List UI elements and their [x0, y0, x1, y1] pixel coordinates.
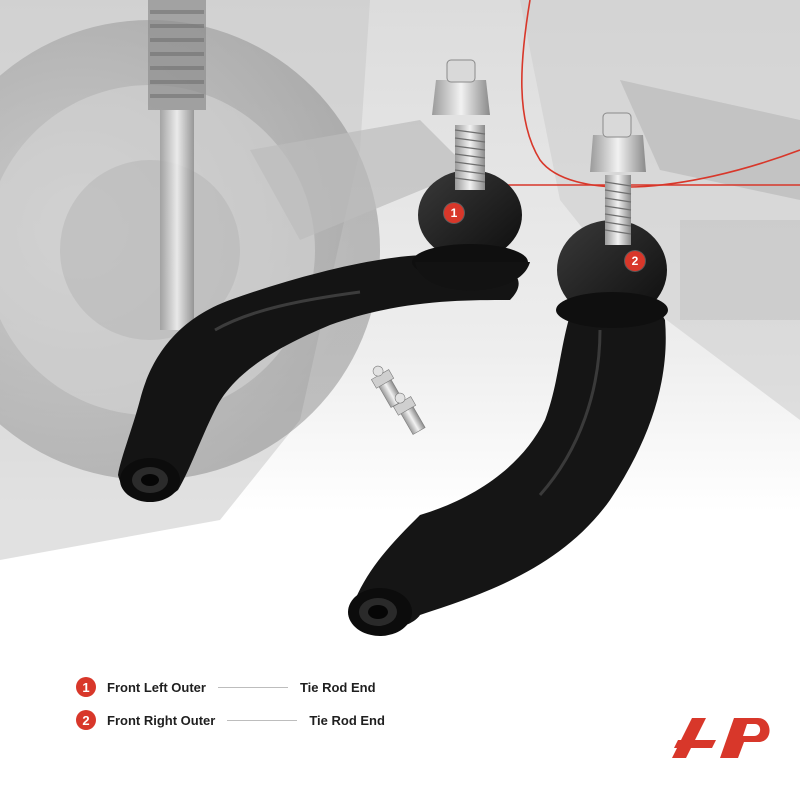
tie-rod-end-front-left: [118, 59, 530, 502]
legend-item-2: 2 Front Right Outer Tie Rod End: [76, 709, 385, 731]
legend-part-label: Tie Rod End: [309, 712, 385, 728]
legend-position-label: Front Left Outer: [107, 679, 206, 695]
legend-divider: [217, 686, 288, 688]
suspension-background: [0, 0, 800, 640]
legend-number-badge: 2: [76, 710, 96, 730]
legend-item-1: 1 Front Left Outer Tie Rod End: [76, 676, 376, 698]
legend-part-label: Tie Rod End: [299, 679, 376, 695]
grease-fittings: [370, 365, 426, 435]
legend-divider: [227, 719, 298, 721]
tie-rod-end-front-right: [348, 112, 668, 636]
brand-logo: [672, 718, 770, 758]
legend-position-label: Front Right Outer: [107, 712, 216, 728]
callout-2-badge: 2: [625, 251, 645, 271]
legend-number-badge: 1: [76, 677, 96, 697]
callout-1-badge: 1: [444, 203, 464, 223]
